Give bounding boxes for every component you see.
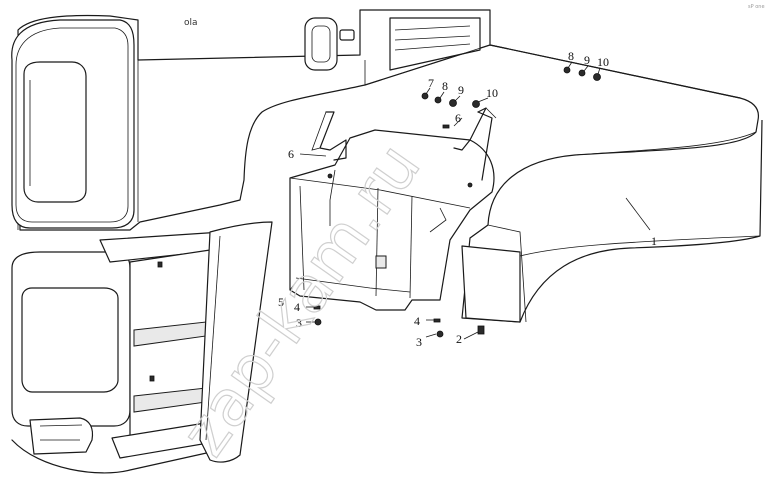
callout-10-upper: 10 bbox=[597, 55, 609, 69]
fastener-set-bottom bbox=[313, 305, 485, 338]
corner-mark: sP one bbox=[748, 4, 765, 10]
callout-7: 7 bbox=[428, 76, 434, 90]
bracket-part-6-left bbox=[311, 111, 347, 161]
callout-8-lower: 8 bbox=[442, 79, 448, 93]
callout-10-lower: 10 bbox=[486, 86, 498, 100]
callout-6-right: 6 bbox=[455, 111, 461, 125]
svg-text:ola: ola bbox=[184, 18, 198, 28]
rear-wing-part-1 bbox=[461, 44, 763, 323]
callout-5: 5 bbox=[278, 295, 284, 309]
callout-9-lower: 9 bbox=[458, 83, 464, 97]
callout-1: 1 bbox=[651, 234, 657, 248]
callout-numbers: 1 2 3 3 4 4 5 6 6 7 8 8 9 9 10 10 bbox=[278, 49, 657, 349]
bracket-part-6-right bbox=[453, 107, 497, 181]
callout-8-upper: 8 bbox=[568, 49, 574, 63]
callout-9-upper: 9 bbox=[584, 53, 590, 67]
fastener-set-top bbox=[421, 66, 601, 129]
callout-4-left: 4 bbox=[294, 300, 300, 314]
step-ladder bbox=[99, 231, 227, 459]
callout-4-right: 4 bbox=[414, 314, 420, 328]
callout-6-left: 6 bbox=[288, 147, 294, 161]
callout-3-left: 3 bbox=[296, 316, 302, 330]
callout-3-right: 3 bbox=[416, 335, 422, 349]
callout-2: 2 bbox=[456, 332, 462, 346]
leader-lines bbox=[289, 61, 651, 340]
cab-body: ola bbox=[11, 9, 491, 474]
